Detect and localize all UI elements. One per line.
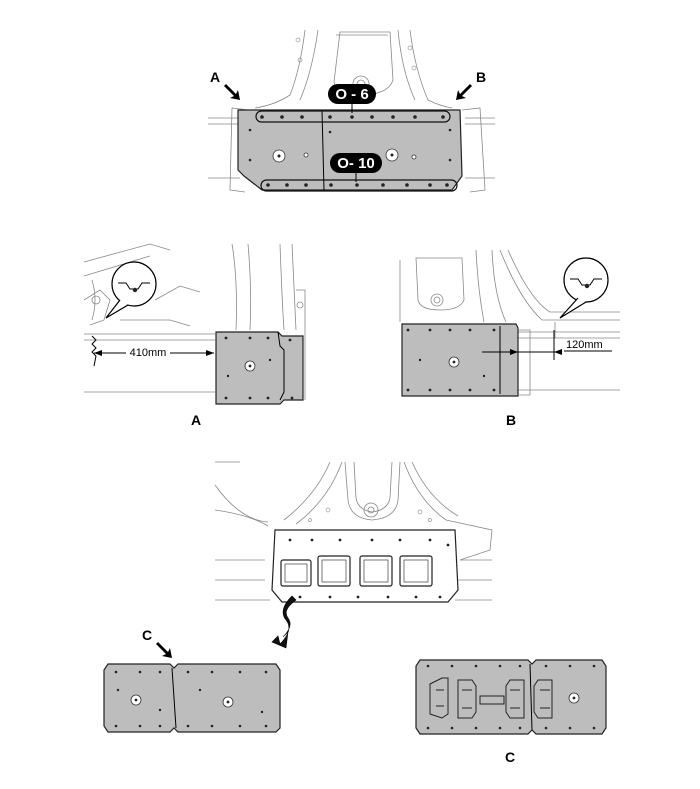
left-panel-shape	[103, 663, 281, 733]
op-badge-top: O - 6	[328, 84, 376, 113]
dimension-410: 410mm	[94, 345, 214, 359]
view-arrow-a: A	[210, 69, 240, 100]
view-a-panel	[215, 331, 304, 405]
view-b-body-outline	[399, 249, 620, 396]
svg-text:B: B	[476, 69, 486, 85]
view-a-caption: A	[191, 412, 201, 428]
underside-pockets	[280, 555, 433, 587]
view-arrow-b: B	[456, 69, 486, 100]
view-a-detail: 410mm A	[83, 243, 306, 428]
svg-text:A: A	[210, 69, 220, 85]
view-b-panel	[401, 323, 519, 397]
replacement-panel-right: C	[415, 659, 607, 765]
replacement-panel-left: C	[103, 627, 281, 733]
underside-body-outline	[214, 461, 493, 601]
cut-detail-bubble-b	[559, 257, 609, 319]
view-b-caption: B	[506, 412, 516, 428]
view-b-detail: 120mm B	[399, 249, 620, 428]
weld-line-bottom	[260, 179, 458, 192]
svg-text:120mm: 120mm	[566, 339, 603, 351]
top-view: O - 6 O- 10 A B	[208, 29, 495, 193]
op-badge-bottom: O- 10	[330, 153, 382, 182]
view-a-body-outline	[83, 243, 306, 400]
top-floor-panel	[237, 109, 463, 191]
right-panel-shape	[415, 659, 607, 735]
view-arrow-c: C	[142, 627, 172, 658]
cut-detail-bubble-a	[105, 261, 157, 319]
svg-text:O- 10: O- 10	[337, 155, 375, 172]
dimension-120: 120mm	[482, 330, 612, 360]
underside-view	[214, 461, 493, 649]
svg-text:O - 6: O - 6	[335, 86, 368, 103]
view-c-caption: C	[505, 749, 515, 765]
weld-dots-bottom	[266, 183, 449, 187]
weld-line-top	[255, 110, 451, 123]
svg-text:410mm: 410mm	[130, 347, 167, 359]
right-panel-brackets	[429, 677, 553, 719]
svg-text:C: C	[142, 627, 152, 643]
section-arrow	[271, 595, 297, 649]
weld-dots-top	[260, 115, 445, 119]
